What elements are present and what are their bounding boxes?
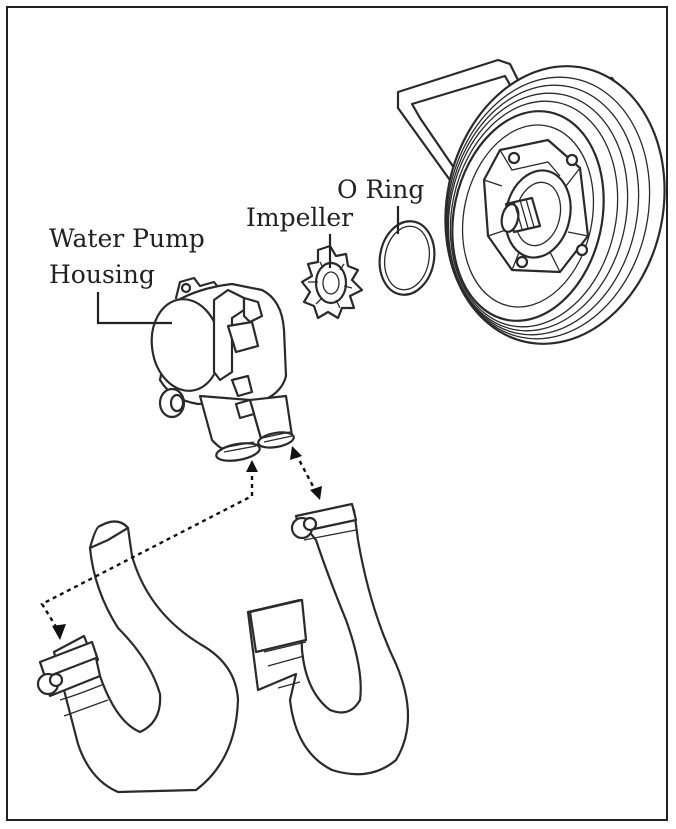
pulley-assembly — [396, 58, 666, 345]
connection-arrows — [40, 446, 322, 640]
hose-left — [36, 520, 240, 794]
hose-right — [246, 502, 410, 776]
label-housing: Housing — [49, 260, 155, 289]
o-ring — [378, 220, 436, 296]
water-pump-housing — [150, 276, 295, 462]
leader-housing — [96, 292, 172, 325]
label-impeller: Impeller — [246, 203, 353, 232]
label-o-ring: O Ring — [337, 175, 424, 204]
label-water-pump: Water Pump — [49, 224, 205, 253]
labels: Water Pump Housing Impeller O Ring — [49, 175, 424, 325]
impeller — [300, 244, 364, 320]
